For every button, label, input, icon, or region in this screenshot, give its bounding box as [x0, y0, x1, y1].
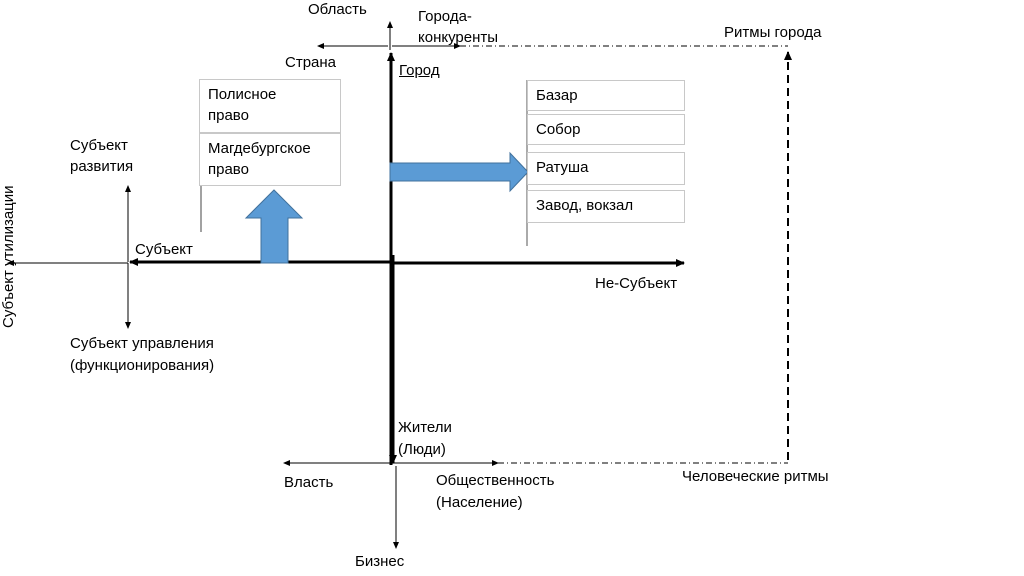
label-biznes: Бизнес [355, 553, 405, 570]
blue-right-arrow [389, 151, 529, 193]
label-oblast: Область [308, 1, 367, 18]
box-polisnoe-line-1: Полисное [208, 86, 277, 103]
box-polisnoe-line-2: право [208, 107, 249, 124]
label-goroda-konkurenty-2: конкуренты [418, 29, 499, 46]
box-bazar: Базар [527, 80, 685, 111]
box-zavod-vokzal: Завод, вокзал [527, 190, 685, 223]
box-magdeburg-pravo: Магдебургское право [199, 133, 341, 186]
box-sobor: Собор [527, 114, 685, 145]
label-obshchestvennost-2: (Население) [436, 494, 523, 511]
box-magdeburg-line-1: Магдебургское [208, 140, 311, 157]
label-subekt-razvitiya-2: развития [70, 158, 134, 175]
label-zhiteli-1: Жители [398, 419, 452, 436]
box-magdeburg-line-2: право [208, 161, 249, 178]
label-subekt-utilizatsii: Субъект утилизации [0, 185, 17, 328]
box-ratusha: Ратуша [527, 152, 685, 185]
label-subekt-razvitiya-1: Субъект [70, 137, 128, 154]
label-chelovecheskie-ritmy: Человеческие ритмы [682, 468, 829, 485]
label-subekt: Субъект [135, 241, 193, 258]
label-strana: Страна [285, 54, 337, 71]
box-polisnoe-pravo: Полисное право [199, 79, 341, 133]
label-vlast: Власть [284, 474, 334, 491]
label-ne-subekt: Не-Субъект [595, 275, 678, 292]
label-subekt-upravleniya-1: Субъект управления [70, 335, 214, 352]
label-goroda-konkurenty-1: Города- [418, 8, 472, 25]
label-obshchestvennost-1: Общественность [436, 472, 555, 489]
label-subekt-upravleniya-2: (функционирования) [70, 357, 215, 374]
label-gorod: Город [399, 62, 440, 79]
label-zhiteli-2: (Люди) [398, 441, 446, 458]
blue-up-arrow [244, 189, 304, 264]
label-ritmy-goroda: Ритмы города [724, 24, 822, 41]
